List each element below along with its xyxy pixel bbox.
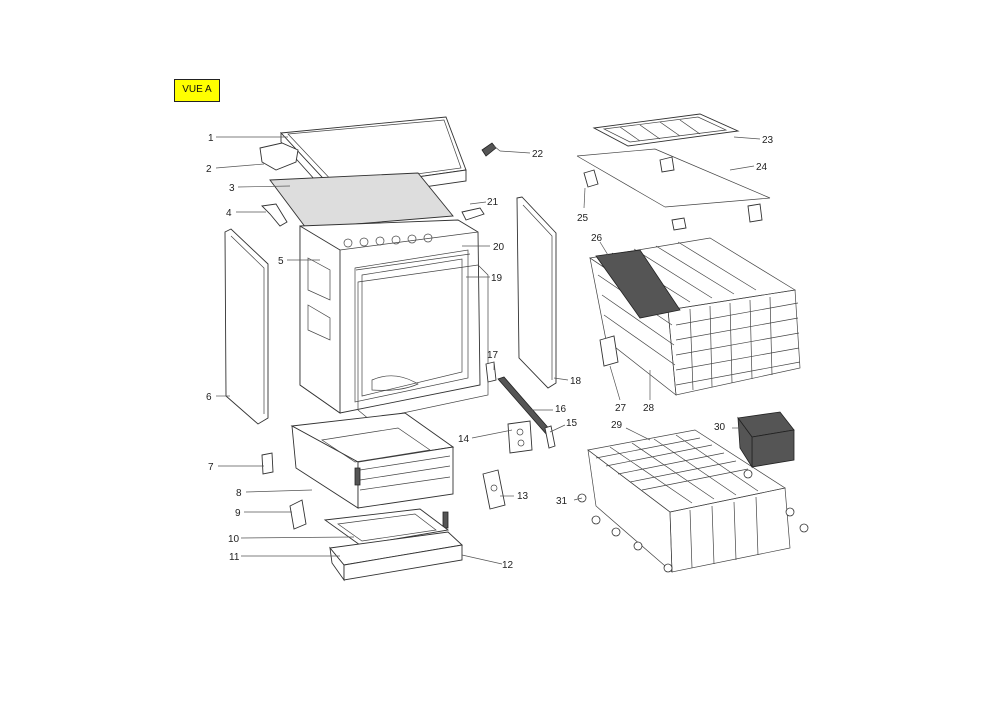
callout-30: 30: [714, 422, 726, 433]
callout-31: 31: [556, 496, 568, 507]
callout-5: 5: [278, 256, 284, 267]
part-22-screw: [481, 142, 501, 157]
callout-15: 15: [566, 418, 578, 429]
callout-21: 21: [487, 197, 499, 208]
part-17-bracket: [485, 361, 497, 383]
callout-22: 22: [532, 149, 544, 160]
part-5-tub-body: [299, 219, 481, 414]
callout-11: 11: [229, 552, 240, 563]
part-13-plate: [482, 469, 506, 510]
part-4-hinge: [261, 203, 288, 227]
callout-12: 12: [502, 560, 514, 571]
callout-23: 23: [762, 135, 774, 146]
callout-7: 7: [208, 462, 214, 473]
part-25-stoppers: [583, 156, 763, 231]
callout-3: 3: [229, 183, 235, 194]
part-7-leg: [261, 452, 274, 475]
part-19-door-seal: [357, 264, 489, 421]
callout-13: 13: [517, 491, 529, 502]
part-23-cutlery-tray: [592, 113, 740, 147]
part-8-base: [290, 412, 455, 509]
callout-6: 6: [206, 392, 212, 403]
callout-25: 25: [577, 213, 589, 224]
callout-26: 26: [591, 233, 603, 244]
part-9-plate: [289, 499, 307, 530]
part-11-kickplate: [329, 531, 463, 582]
part-26-fold-down-tines: [595, 249, 681, 319]
part-20-upper-seal: [355, 253, 471, 271]
callout-27: 27: [615, 403, 627, 414]
part-21-clip: [461, 207, 485, 221]
callout-20: 20: [493, 242, 505, 253]
callout-10: 10: [228, 534, 240, 545]
part-6-side-panel-left: [224, 228, 269, 425]
callout-17: 17: [487, 350, 499, 361]
lower-basket-wheels: [577, 469, 809, 573]
leader-lines: [215, 136, 761, 565]
part-10-tray: [323, 508, 450, 546]
callout-16: 16: [555, 404, 567, 415]
callout-2: 2: [206, 164, 212, 175]
callout-numbers: 1 2 3 4 5 6 7 8 9 10 11 12 13 14 15 16 1…: [206, 133, 774, 571]
part-14-hinge-plate: [507, 420, 533, 454]
callout-19: 19: [491, 273, 503, 284]
part-24-rail-wire: [576, 148, 771, 208]
part-30-cutlery-basket: [737, 411, 795, 469]
part-29-lower-basket: [587, 429, 791, 573]
part-3-insulation-plate: [269, 172, 454, 229]
view-label-badge: VUE A: [174, 79, 220, 102]
callout-8: 8: [236, 488, 242, 499]
callout-9: 9: [235, 508, 241, 519]
callout-14: 14: [458, 434, 470, 445]
part-18-side-panel-right: [516, 196, 557, 389]
part-27-adjuster: [599, 335, 619, 367]
part-15-clip: [544, 425, 556, 449]
callout-28: 28: [643, 403, 655, 414]
part-2-bracket: [259, 142, 299, 171]
callout-4: 4: [226, 208, 232, 219]
callout-18: 18: [570, 376, 582, 387]
callout-29: 29: [611, 420, 623, 431]
callout-24: 24: [756, 162, 768, 173]
callout-1: 1: [208, 133, 214, 144]
